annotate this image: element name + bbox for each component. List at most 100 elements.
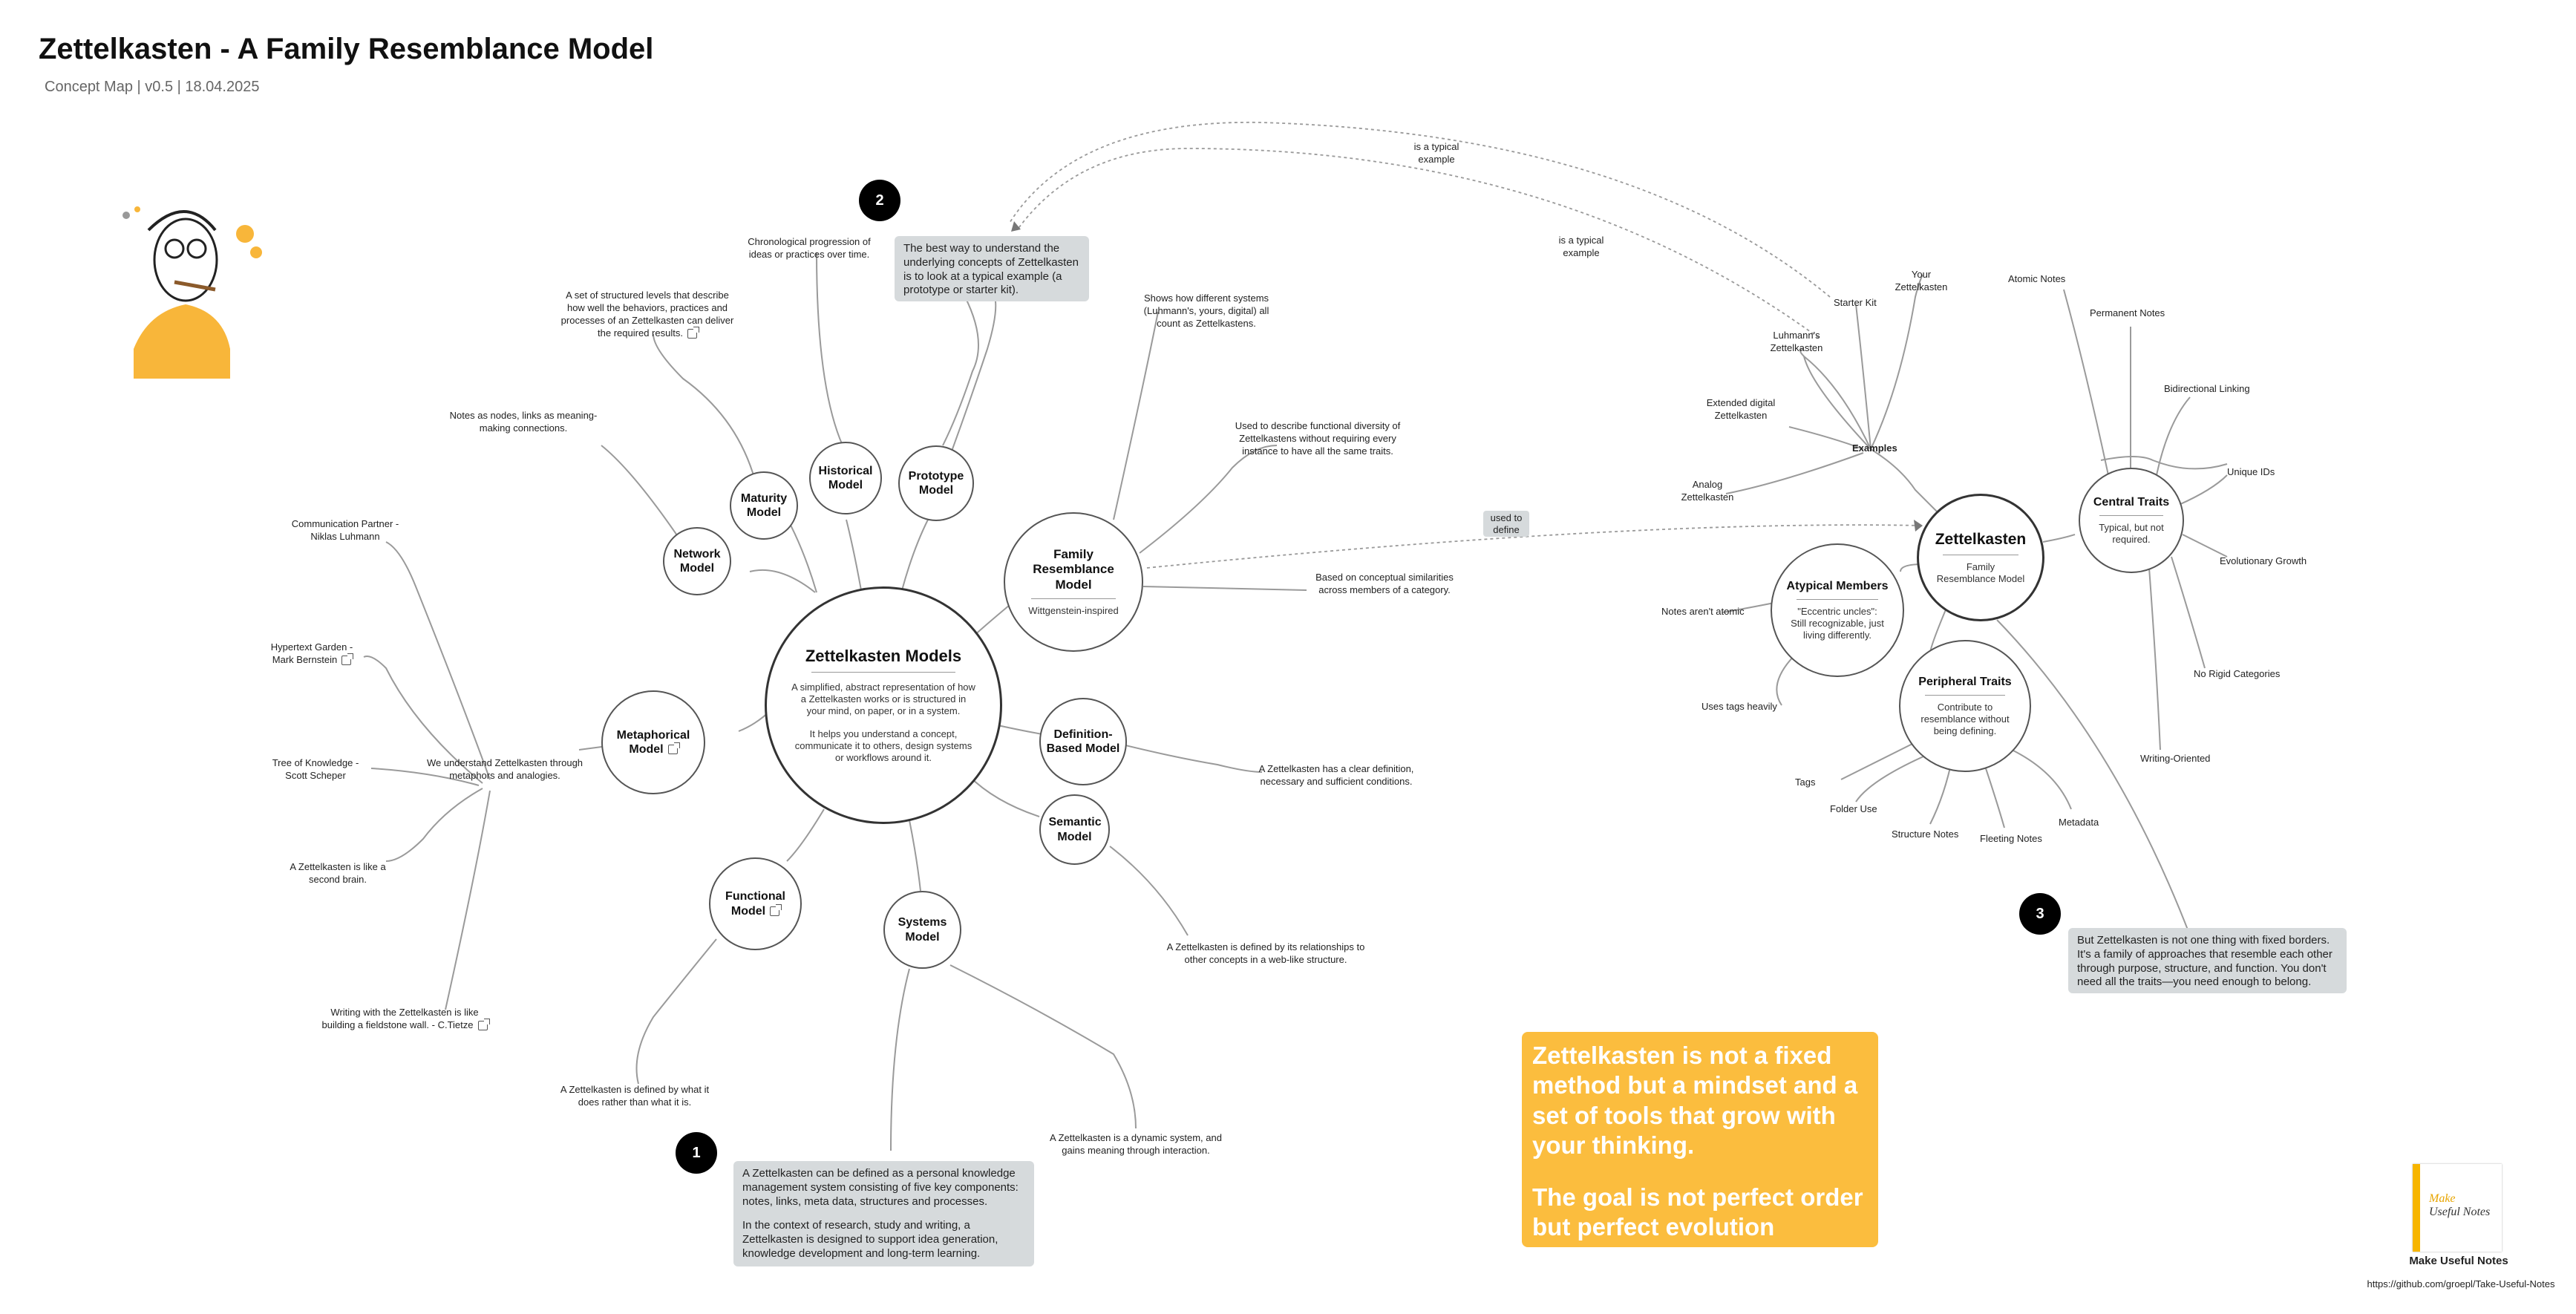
badge-2: 2 xyxy=(859,180,900,221)
node-maturity-model[interactable]: Maturity Model xyxy=(730,471,798,540)
node-network-model[interactable]: Network Model xyxy=(663,527,731,595)
example-analog: Analog Zettelkasten xyxy=(1681,479,1734,503)
node-zettelkasten[interactable]: Zettelkasten Family Resemblance Model xyxy=(1917,494,2044,621)
key-message-callout: Zettelkasten is not a fixed method but a… xyxy=(1522,1032,1878,1247)
node-family-resemblance-model[interactable]: Family Resemblance Model Wittgenstein-in… xyxy=(1004,512,1143,652)
definition-note-2: In the context of research, study and wr… xyxy=(742,1219,998,1260)
peripheral-item-fleeting-notes: Fleeting Notes xyxy=(1980,833,2042,844)
center-title: Zettelkasten Models xyxy=(805,646,962,665)
metaphor-second-brain: A Zettelkasten is like a second brain. xyxy=(290,861,386,885)
metaphorical-text: Metaphorical Model xyxy=(616,728,690,756)
semantic-description: A Zettelkasten is defined by its relatio… xyxy=(1166,941,1365,965)
avatar-illustration xyxy=(122,206,262,379)
maturity-description: A set of structured levels that describe… xyxy=(558,290,736,340)
center-separator xyxy=(811,671,956,673)
definition-note-1: A Zettelkasten can be defined as a perso… xyxy=(742,1167,1019,1208)
metaphor-hypertext-garden: Hypertext Garden - Mark Bernstein xyxy=(267,641,356,667)
central-item-permanent-notes: Permanent Notes xyxy=(2090,307,2165,318)
central-traits-separator xyxy=(2099,514,2163,516)
node-definition-based-model[interactable]: Definition-Based Model xyxy=(1039,698,1127,785)
edge-used-to-define: used to define xyxy=(1483,511,1529,537)
atypical-members-sub: "Eccentric uncles": Still recognizable, … xyxy=(1791,605,1884,641)
family-model-label: Family Resemblance Model xyxy=(1033,546,1114,592)
family-description-1: Shows how different systems (Luhmann's, … xyxy=(1143,292,1269,329)
callout-line-1: Zettelkasten is not a fixed method but a… xyxy=(1532,1042,1858,1159)
metaphor-fieldstone-wall: Writing with the Zettelkasten is like bu… xyxy=(316,1007,494,1032)
node-functional-model[interactable]: Functional Model xyxy=(709,857,802,950)
functional-text: Functional Model xyxy=(725,890,785,918)
functional-model-label: Functional Model xyxy=(719,889,793,918)
central-item-no-rigid-categories: No Rigid Categories xyxy=(2194,668,2281,679)
metaphor-tree-of-knowledge: Tree of Knowledge - Scott Scheper xyxy=(272,757,359,781)
peripheral-item-folder-use: Folder Use xyxy=(1830,803,1877,814)
external-link-icon[interactable] xyxy=(687,326,699,339)
edge-typical-example-2: is a typical example xyxy=(1558,235,1604,258)
node-atypical-members[interactable]: Atypical Members "Eccentric uncles": Sti… xyxy=(1771,543,1904,677)
edge-used-to-define-text: used to define xyxy=(1490,512,1523,535)
family-description-3: Based on conceptual similarities across … xyxy=(1315,572,1454,595)
callout-line-2: The goal is not perfect order but perfec… xyxy=(1532,1183,1863,1241)
metaphorical-model-label: Metaphorical Model xyxy=(612,728,694,756)
prototype-note: The best way to understand the underlyin… xyxy=(895,236,1089,301)
family-note: But Zettelkasten is not one thing with f… xyxy=(2068,928,2347,993)
badge-1: 1 xyxy=(676,1132,717,1174)
systems-description: A Zettelkasten is a dynamic system, and … xyxy=(1050,1132,1222,1156)
node-semantic-model[interactable]: Semantic Model xyxy=(1039,794,1110,865)
maturity-description-text: A set of structured levels that describe… xyxy=(560,290,734,339)
atypical-members-separator xyxy=(1797,598,1878,600)
peripheral-item-tags: Tags xyxy=(1795,777,1816,788)
examples-label: Examples xyxy=(1852,442,1897,454)
atypical-item-uses-tags: Uses tags heavily xyxy=(1701,701,1777,712)
central-item-bidirectional-linking: Bidirectional Linking xyxy=(2164,383,2250,394)
maturity-model-label: Maturity Model xyxy=(740,491,788,519)
definition-model-label: Definition-Based Model xyxy=(1046,728,1120,755)
metaphor-hypertext-text: Hypertext Garden - Mark Bernstein xyxy=(270,641,353,665)
external-link-icon[interactable] xyxy=(477,1018,490,1030)
central-traits-title: Central Traits xyxy=(2093,495,2170,509)
example-extended-digital: Extended digital Zettelkasten xyxy=(1706,397,1776,421)
node-zettelkasten-models[interactable]: Zettelkasten Models A simplified, abstra… xyxy=(765,586,1002,824)
book-title-word-1: Make xyxy=(2429,1192,2456,1205)
family-description-2: Used to describe functional diversity of… xyxy=(1235,420,1401,457)
page-title: Zettelkasten - A Family Resemblance Mode… xyxy=(39,33,654,65)
network-model-label: Network Model xyxy=(673,547,721,575)
central-item-writing-oriented: Writing-Oriented xyxy=(2140,753,2211,764)
book-title-word-2: Useful Notes xyxy=(2429,1206,2491,1218)
footer-book-name: Make Useful Notes xyxy=(2409,1255,2508,1267)
node-peripheral-traits[interactable]: Peripheral Traits Contribute to resembla… xyxy=(1899,640,2031,772)
zettelkasten-title: Zettelkasten xyxy=(1935,530,2027,548)
semantic-model-label: Semantic Model xyxy=(1048,816,1102,843)
network-description: Notes as nodes, links as meaning-making … xyxy=(449,410,598,434)
node-prototype-model[interactable]: Prototype Model xyxy=(898,445,974,521)
edge-typical-example-1: is a typical example xyxy=(1413,141,1459,165)
external-link-icon[interactable] xyxy=(667,742,680,755)
central-item-unique-ids: Unique IDs xyxy=(2227,466,2275,477)
metaphors-hub: We understand Zettelkasten through metap… xyxy=(426,757,583,781)
external-link-icon[interactable] xyxy=(341,653,354,665)
center-desc-1: A simplified, abstract representation of… xyxy=(791,681,975,717)
metaphor-communication-partner: Communication Partner - Niklas Luhmann xyxy=(291,518,399,542)
atypical-item-notes-not-atomic: Notes aren't atomic xyxy=(1661,606,1745,617)
prototype-model-label: Prototype Model xyxy=(908,469,964,497)
node-central-traits[interactable]: Central Traits Typical, but not required… xyxy=(2079,468,2184,573)
definition-note: A Zettelkasten can be defined as a perso… xyxy=(733,1161,1034,1266)
external-link-icon[interactable] xyxy=(770,903,782,916)
historical-description: Chronological progression of ideas or pr… xyxy=(748,236,871,260)
family-model-separator xyxy=(1030,598,1117,599)
peripheral-traits-title: Peripheral Traits xyxy=(1918,675,2012,688)
example-starter-kit: Starter Kit xyxy=(1834,297,1877,308)
node-metaphorical-model[interactable]: Metaphorical Model xyxy=(601,690,705,794)
footer-url-link[interactable]: https://github.com/groepl/Take-Useful-No… xyxy=(2367,1278,2555,1290)
central-item-evolutionary-growth: Evolutionary Growth xyxy=(2220,555,2307,566)
central-item-atomic-notes: Atomic Notes xyxy=(2008,273,2066,284)
definition-description: A Zettelkasten has a clear definition, n… xyxy=(1258,763,1414,787)
example-luhmann: Luhmann's Zettelkasten xyxy=(1770,330,1823,353)
node-historical-model[interactable]: Historical Model xyxy=(809,442,882,514)
page-subtitle: Concept Map | v0.5 | 18.04.2025 xyxy=(45,79,260,95)
node-systems-model[interactable]: Systems Model xyxy=(883,891,961,969)
systems-model-label: Systems Model xyxy=(898,916,947,944)
metaphor-fieldstone-text: Writing with the Zettelkasten is like bu… xyxy=(321,1007,479,1030)
